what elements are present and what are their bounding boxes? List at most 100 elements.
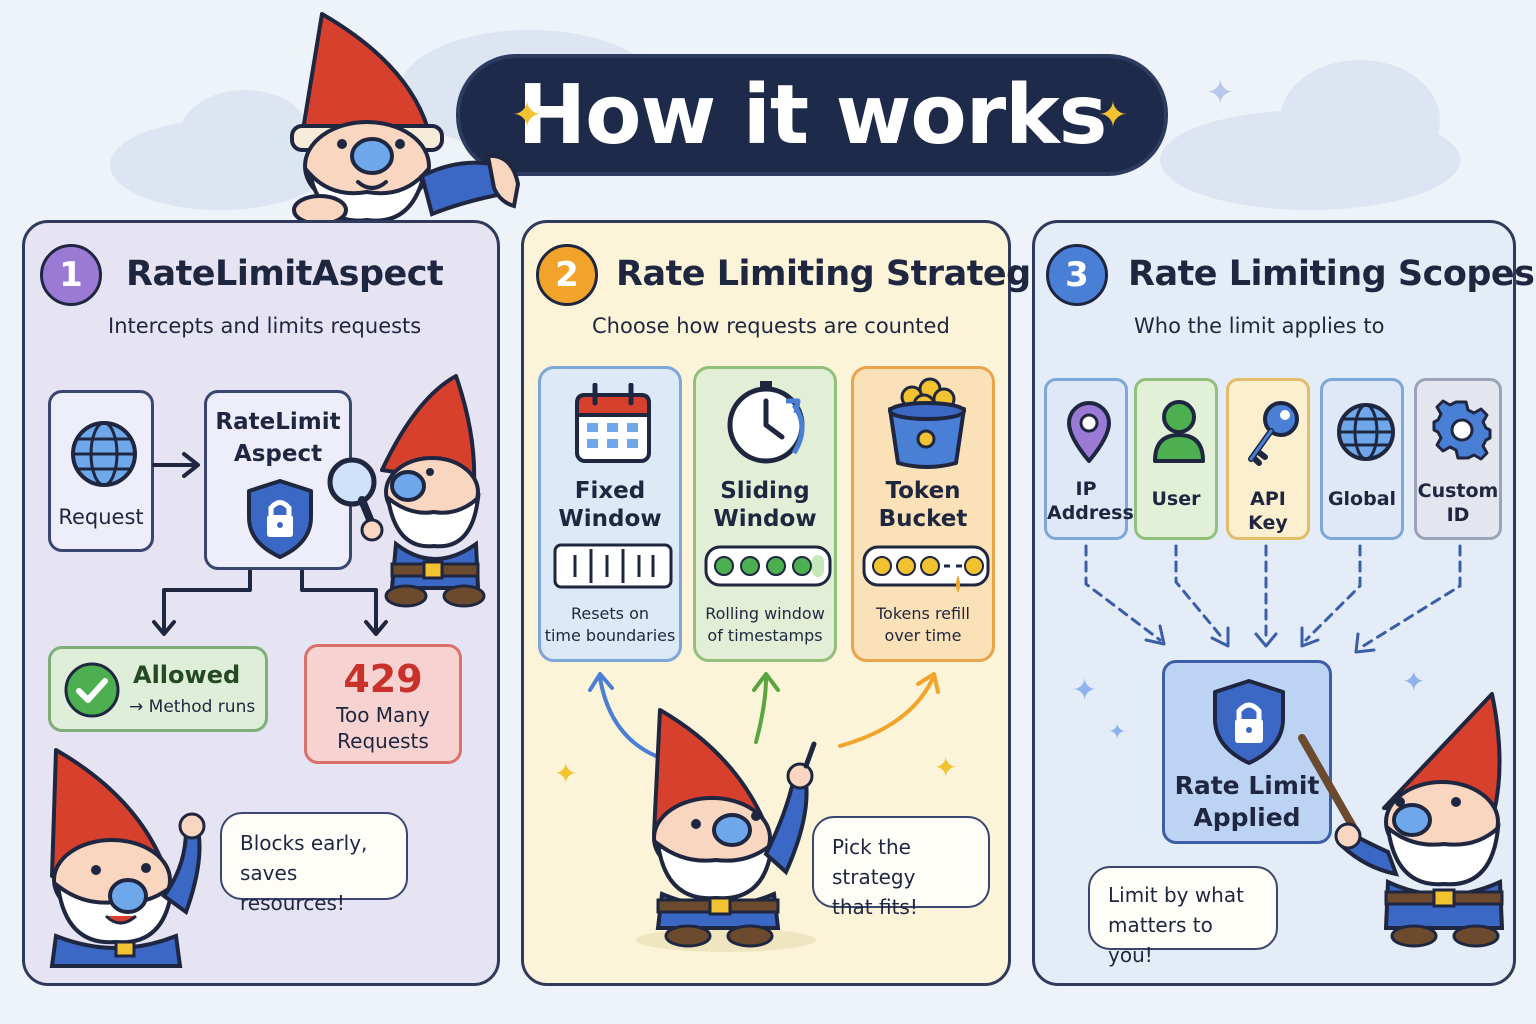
- strategy2-desc-line1: Rolling window: [705, 604, 825, 623]
- allowed-title: Allowed: [133, 661, 241, 689]
- gnome-pointer-illustration: [1298, 692, 1505, 948]
- scope-api-key: API Key: [1226, 378, 1310, 540]
- sparkle-icon: ✦: [1402, 665, 1426, 698]
- speech-bubble-panel2: Pick the strategy that fits!: [812, 816, 990, 919]
- scope3-line1: API Key: [1248, 488, 1288, 534]
- speech-bubble-panel1: Blocks early, saves resources!: [220, 812, 408, 915]
- scope-ip-address: IP Address: [1044, 378, 1134, 540]
- strategy1-desc-line2: time boundaries: [544, 626, 676, 645]
- step-number-3: 3: [1046, 244, 1108, 306]
- sparkle-icon: ✦: [1206, 73, 1235, 113]
- gnome-thumbs-illustration: [49, 748, 206, 968]
- gnome-pointing-illustration: [290, 12, 521, 226]
- calendar-icon: [575, 383, 651, 463]
- scope4-line1: Global: [1327, 488, 1397, 510]
- blocked-429-card: 429 Too Many Requests: [304, 644, 462, 764]
- gear-icon: [1432, 399, 1492, 461]
- strategy2-name: Sliding Window: [696, 477, 834, 533]
- strategy1-desc-line1: Resets on: [570, 604, 650, 623]
- scope1-line1: IP: [1075, 478, 1097, 500]
- panel3-title: Rate Limiting Scopes: [1128, 254, 1535, 294]
- bucket-coins-icon: [888, 377, 966, 469]
- aspect-label-line2: Aspect: [233, 441, 323, 467]
- scope-global: Global: [1320, 378, 1404, 540]
- allowed-card: Allowed → Method runs: [48, 646, 268, 732]
- strategy-sliding-window: Sliding Window Rolling window of timesta…: [693, 366, 837, 662]
- panel1-subtitle: Intercepts and limits requests: [108, 314, 422, 338]
- scope-user: User: [1134, 378, 1218, 540]
- strategy2-desc: Rolling window of timestamps: [696, 603, 834, 647]
- rate-limit-applied-card: Rate Limit Applied: [1162, 660, 1332, 844]
- speech-bubble-panel3: Limit by what matters to you!: [1088, 866, 1278, 967]
- applied-line1: Rate Limit: [1174, 771, 1320, 800]
- clock-refresh-icon: [727, 381, 805, 464]
- strategy1-name: Fixed Window: [541, 477, 679, 533]
- arrow-right-icon: [152, 452, 200, 478]
- strategy2-name-line2: Window: [713, 506, 817, 532]
- sparkle-icon: ✦: [1097, 95, 1128, 136]
- panel1-title: RateLimitAspect: [126, 254, 444, 294]
- blocked-line2: Requests: [337, 729, 429, 753]
- cloud-right-top: [1280, 60, 1440, 180]
- page-title: How it works: [517, 67, 1108, 163]
- scope1-line2: Address: [1047, 502, 1134, 524]
- split-arrows: [152, 570, 388, 636]
- bubble2-line1: Pick the strategy: [832, 835, 916, 889]
- request-label: Request: [58, 505, 144, 529]
- scope5-line2: ID: [1446, 504, 1470, 526]
- scope2-line1: User: [1151, 488, 1201, 510]
- strategy2-name-line1: Sliding: [720, 478, 810, 504]
- strategy1-desc: Resets on time boundaries: [541, 603, 679, 647]
- bubble1-line2: saves resources!: [240, 861, 345, 915]
- strategy3-desc: Tokens refill over time: [854, 603, 992, 647]
- scope-custom-id: Custom ID: [1414, 378, 1502, 540]
- step-number-2: 2: [536, 244, 598, 306]
- location-pin-icon: [1067, 401, 1111, 463]
- strategy3-desc-line1: Tokens refill: [876, 604, 970, 623]
- scope5-line1: Custom: [1417, 480, 1499, 502]
- panel2-subtitle: Choose how requests are counted: [592, 314, 950, 338]
- sparkle-icon: ✦: [1108, 720, 1127, 745]
- strategy3-name: Token Bucket: [854, 477, 992, 533]
- sparkle-icon: ✦: [554, 757, 578, 790]
- strategy1-name-line1: Fixed: [574, 478, 646, 504]
- cloud-left-top: [180, 90, 310, 180]
- bubble3-line1: Limit by what: [1108, 883, 1244, 907]
- title-banner: ✦ How it works ✦: [456, 54, 1168, 176]
- step-number-1: 1: [40, 244, 102, 306]
- aspect-label-line1: RateLimit: [215, 409, 341, 435]
- gnome-idea-illustration: [636, 708, 817, 952]
- key-icon: [1248, 401, 1299, 466]
- applied-line2: Applied: [1193, 803, 1301, 832]
- blocked-line1: Too Many: [336, 703, 430, 727]
- token-refill-dots-icon: [862, 545, 990, 593]
- sparkle-icon: ✦: [512, 95, 543, 136]
- panel2-title: Rate Limiting Strategies: [616, 254, 1086, 294]
- strategy2-desc-line2: of timestamps: [707, 626, 823, 645]
- strategy-token-bucket: Token Bucket Tokens refill over time: [851, 366, 995, 662]
- check-circle-icon: [64, 662, 120, 718]
- strategy1-name-line2: Window: [558, 506, 662, 532]
- allowed-subtitle: → Method runs: [129, 697, 256, 717]
- sliding-window-dots-icon: [704, 545, 832, 587]
- bubble1-line1: Blocks early,: [240, 831, 368, 855]
- user-icon: [1153, 400, 1205, 463]
- sparkle-icon: ✦: [1072, 673, 1098, 708]
- shield-lock-icon: [1213, 679, 1285, 765]
- panel3-subtitle: Who the limit applies to: [1134, 314, 1385, 338]
- globe-icon: [71, 421, 137, 487]
- error-code: 429: [343, 657, 423, 701]
- ratelimit-aspect-card: RateLimit Aspect: [204, 390, 352, 570]
- strategy3-desc-line2: over time: [884, 626, 962, 645]
- request-card: Request: [48, 390, 154, 552]
- bubble3-line2: matters to you!: [1108, 913, 1213, 967]
- globe-icon: [1337, 403, 1395, 461]
- strategy-fixed-window: Fixed Window Resets on time boundaries: [538, 366, 682, 662]
- scope-dashed-arrows: [1084, 544, 1462, 654]
- fixed-window-bars-icon: [553, 543, 673, 589]
- strategy-arrows: [588, 672, 940, 758]
- gnome-magnifier-illustration: [327, 374, 486, 608]
- bubble2-line2: that fits!: [832, 895, 918, 919]
- strategy3-name-line2: Bucket: [878, 506, 968, 532]
- shield-lock-icon: [247, 479, 313, 559]
